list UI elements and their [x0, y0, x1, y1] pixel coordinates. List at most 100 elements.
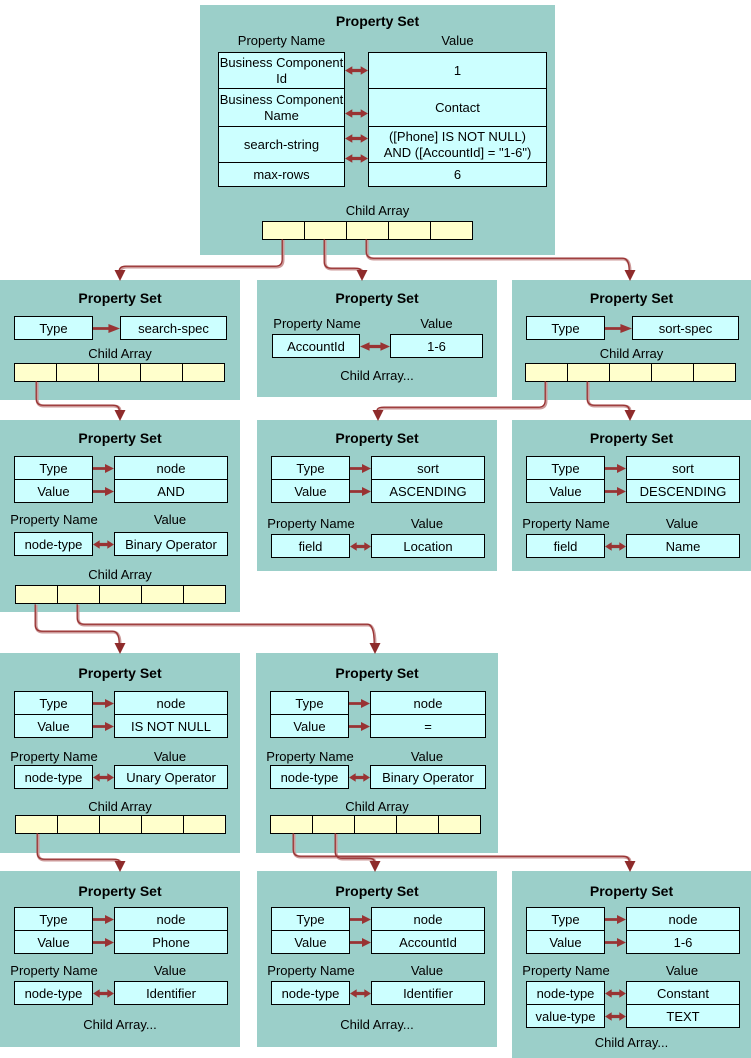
property-name-cell: field — [526, 534, 605, 558]
child-array-cell — [182, 363, 225, 382]
value-cell: ([Phone] IS NOT NULL) AND ([AccountId] =… — [368, 127, 547, 163]
value-cell: Binary Operator — [370, 765, 486, 789]
value-header: Value — [410, 963, 444, 978]
child-array-label: Child Array... — [83, 1017, 157, 1032]
right-arrow-icon — [350, 914, 371, 924]
child-array-cell — [270, 815, 313, 834]
double-arrow-icon — [360, 341, 390, 351]
right-arrow-icon — [93, 486, 114, 496]
value-value-cell: AccountId — [371, 930, 485, 954]
property-name-cell: Business Component Name — [218, 89, 345, 127]
double-arrow-icon — [605, 988, 626, 998]
child-array-cell — [388, 221, 431, 240]
property-name-cell: max-rows — [218, 163, 345, 187]
child-array-cell — [609, 363, 652, 382]
child-array-cell — [354, 815, 397, 834]
double-arrow-icon — [605, 1011, 626, 1021]
value-cell: Unary Operator — [114, 765, 228, 789]
value-key-cell: Value — [271, 479, 350, 503]
right-arrow-icon — [349, 698, 370, 708]
pset-title: Property Set — [589, 883, 674, 899]
property-name-cell: node-type — [14, 532, 93, 556]
type-key-cell: Type — [526, 907, 605, 931]
child-array-cell — [183, 815, 226, 834]
right-arrow-icon — [93, 937, 114, 947]
pset-root: Property Set Property Name Value Busines… — [200, 5, 555, 255]
property-name-cell: AccountId — [272, 334, 360, 358]
value-cell: Name — [626, 534, 740, 558]
type-key-cell: Type — [14, 691, 93, 715]
value-key-cell: Value — [14, 479, 93, 503]
property-name-header: Property Name — [10, 749, 98, 764]
property-name-cell: Business Component Id — [218, 52, 345, 89]
type-key-cell: Type — [14, 907, 93, 931]
property-name-cell: node-type — [271, 981, 350, 1005]
child-array-cell — [141, 585, 184, 604]
value-key-cell: Value — [14, 930, 93, 954]
child-array-cell — [57, 585, 100, 604]
double-arrow-icon — [93, 539, 114, 549]
property-name-cell: node-type — [270, 765, 349, 789]
child-array — [14, 363, 225, 382]
child-array-cell — [183, 585, 226, 604]
child-array-label: Child Array — [88, 567, 152, 582]
pset-sort-spec: Property Set Type sort-spec Child Array — [512, 280, 751, 400]
property-name-header: Property Name — [522, 516, 610, 531]
type-value-cell: node — [114, 907, 228, 931]
type-value-cell: node — [114, 691, 228, 715]
value-cell: TEXT — [626, 1004, 740, 1028]
double-arrow-icon — [345, 134, 368, 143]
property-name-cell: node-type — [526, 981, 605, 1005]
pset-is-not-null-node: Property Set Type node Value IS NOT NULL… — [0, 653, 240, 853]
child-array-label: Child Array... — [594, 1035, 669, 1050]
child-array-cell — [141, 815, 184, 834]
value-key-cell: Value — [14, 714, 93, 738]
child-array-cell — [567, 363, 610, 382]
double-arrow-icon — [93, 988, 114, 998]
value-header: Value — [420, 316, 453, 331]
value-value-cell: AND — [114, 479, 228, 503]
pset-search-spec: Property Set Type search-spec Child Arra… — [0, 280, 240, 400]
child-array-cell — [396, 815, 439, 834]
value-value-cell: DESCENDING — [626, 479, 740, 503]
child-array-cell — [99, 815, 142, 834]
double-arrow-icon — [350, 988, 371, 998]
pset-sort-descending: Property Set Type sort Value DESCENDING … — [512, 420, 751, 571]
value-header: Value — [153, 963, 187, 978]
right-arrow-icon — [93, 323, 120, 333]
value-key-cell: Value — [270, 714, 349, 738]
double-arrow-icon — [93, 772, 114, 782]
value-value-cell: IS NOT NULL — [114, 714, 228, 738]
child-array-label: Child Array... — [340, 368, 414, 383]
value-cell: Identifier — [371, 981, 485, 1005]
child-array-cell — [56, 363, 99, 382]
pset-title: Property Set — [78, 290, 162, 306]
pset-title: Property Set — [589, 430, 674, 446]
child-array-cell — [99, 585, 142, 604]
type-key-cell: Type — [270, 691, 349, 715]
child-array-cell — [304, 221, 347, 240]
property-name-cell: node-type — [14, 981, 93, 1005]
value-key-cell: Value — [526, 930, 605, 954]
child-array-cell — [430, 221, 473, 240]
type-value-cell: sort — [371, 456, 485, 480]
type-value-cell: node — [370, 691, 486, 715]
right-arrow-icon — [93, 463, 114, 473]
type-key-cell: Type — [14, 316, 93, 340]
right-arrow-icon — [605, 323, 632, 333]
pset-account-id-node: Property Set Type node Value AccountId P… — [257, 871, 497, 1047]
value-value-cell: Phone — [114, 930, 228, 954]
property-name-header: Property Name — [10, 512, 98, 527]
child-array-label: Child Array — [345, 203, 410, 218]
right-arrow-icon — [93, 721, 114, 731]
type-value-cell: sort-spec — [632, 316, 739, 340]
child-array-label: Child Array — [345, 799, 409, 814]
right-arrow-icon — [350, 937, 371, 947]
right-arrow-icon — [350, 463, 371, 473]
child-array-cell — [98, 363, 141, 382]
pset-equals-node: Property Set Type node Value = Property … — [256, 653, 498, 853]
child-array-cell — [651, 363, 694, 382]
child-array — [525, 363, 736, 382]
pset-title: Property Set — [335, 13, 420, 29]
pset-title: Property Set — [78, 883, 162, 899]
